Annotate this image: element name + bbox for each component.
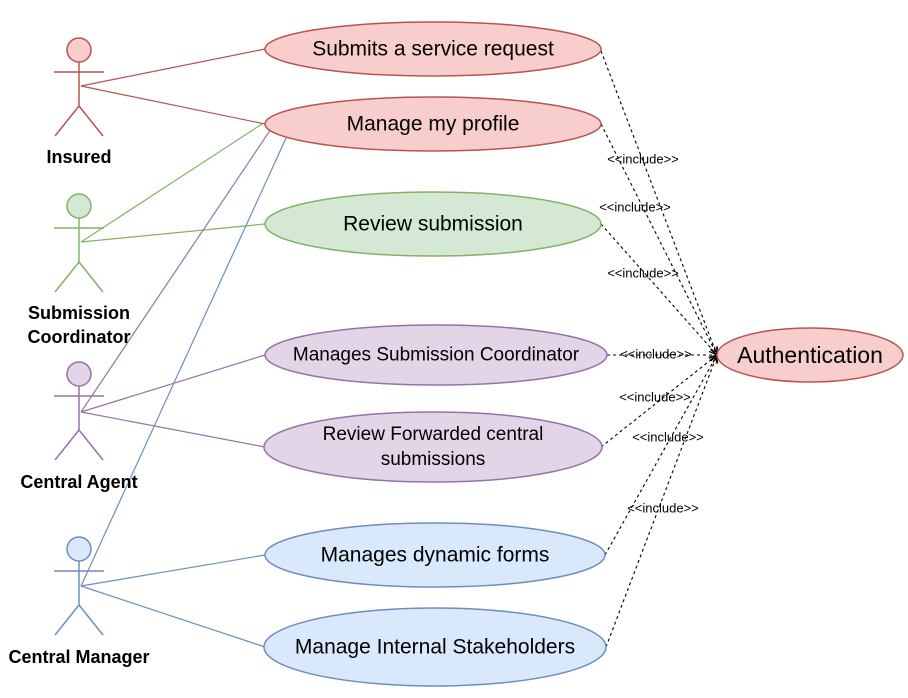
association-agent-manage_coord: [80, 354, 266, 413]
include-label: <<include>>: [619, 389, 691, 404]
use-case-review: Review submission: [264, 191, 602, 257]
actor-label: Central Agent: [20, 472, 137, 492]
association-manager-forms: [80, 554, 266, 587]
include-line-review_fwd: [600, 355, 717, 448]
actor-head: [66, 361, 92, 387]
actor-right-leg: [78, 604, 104, 636]
use-case-stakeholders: Manage Internal Stakeholders: [263, 607, 607, 687]
association-agent-review_fwd: [80, 411, 266, 448]
actor-head: [66, 193, 92, 219]
actor-label: Submission: [28, 303, 130, 323]
actor-left-leg: [54, 261, 80, 293]
use-case-label: Review Forwarded central: [323, 424, 544, 445]
association-insured-profile: [80, 85, 266, 125]
use-case-ellipse: [264, 191, 602, 257]
association-agent-profile: [80, 125, 274, 413]
include-label: <<include>>: [599, 199, 671, 214]
actor-label: Insured: [46, 147, 111, 167]
include-label: <<include>>: [607, 151, 679, 166]
use-case-label: Review submission: [343, 213, 523, 236]
use-case-ellipse: [264, 21, 602, 77]
include-label: <<include>>: [620, 346, 692, 361]
actor-left-leg: [54, 105, 80, 137]
use-case-submit: Submits a service request: [264, 21, 602, 77]
include-label: <<include>>: [627, 500, 699, 515]
include-label: <<include>>: [607, 265, 679, 280]
use-case-label: Authentication: [737, 342, 883, 368]
include-line-review: [600, 223, 717, 355]
association-coordinator-profile: [80, 123, 263, 243]
actor-head: [66, 536, 92, 562]
use-case-label: submissions: [381, 449, 486, 470]
use-case-review_fwd: Review Forwarded central submissions: [263, 411, 603, 483]
include-line-profile: [600, 123, 717, 355]
use-case-ellipse: [716, 327, 904, 383]
actor-label: Central Manager: [8, 647, 149, 667]
use-case-ellipse: [264, 522, 606, 588]
association-manager-stakeholders: [80, 585, 266, 648]
use-case-label: Manages dynamic forms: [321, 544, 550, 567]
association-lines: [80, 48, 288, 648]
include-dependencies: <<include>> <<include>> <<include>> <<inclu…: [599, 50, 717, 648]
actor-agent: Central Agent: [20, 361, 138, 492]
include-line-submit: [600, 50, 717, 355]
actor-right-leg: [78, 105, 104, 137]
actor-left-leg: [54, 429, 80, 461]
include-label: <<include>>: [632, 429, 704, 444]
use-case-label: Manage Internal Stakeholders: [295, 636, 575, 659]
use-case-label: Manage my profile: [347, 113, 520, 136]
association-insured-submit: [80, 48, 266, 87]
include-line-forms: [604, 355, 717, 556]
association-coordinator-review: [80, 223, 266, 243]
use-case-profile: Manage my profile: [264, 96, 602, 152]
actor-manager: Central Manager: [8, 536, 150, 667]
use-case-ellipse: [264, 96, 602, 152]
use-case-label: Submits a service request: [312, 38, 554, 61]
use-case-manage_coord: Manages Submission Coordinator: [264, 324, 608, 386]
use-case-ellipse: [264, 324, 608, 386]
association-manager-profile: [80, 135, 288, 587]
use-case-ellipse: [263, 607, 607, 687]
use-case-auth: Authentication: [716, 327, 904, 383]
actor-label: Coordinator: [28, 327, 131, 347]
actor-head: [66, 37, 92, 63]
actor-insured: Insured: [46, 37, 112, 167]
use-case-label: Manages Submission Coordinator: [293, 345, 580, 366]
actor-left-leg: [54, 604, 80, 636]
include-line-stakeholders: [605, 355, 717, 648]
actor-right-leg: [78, 429, 104, 461]
actor-right-leg: [78, 261, 104, 293]
use-case-ellipse: [263, 411, 603, 483]
use-case-forms: Manages dynamic forms: [264, 522, 606, 588]
